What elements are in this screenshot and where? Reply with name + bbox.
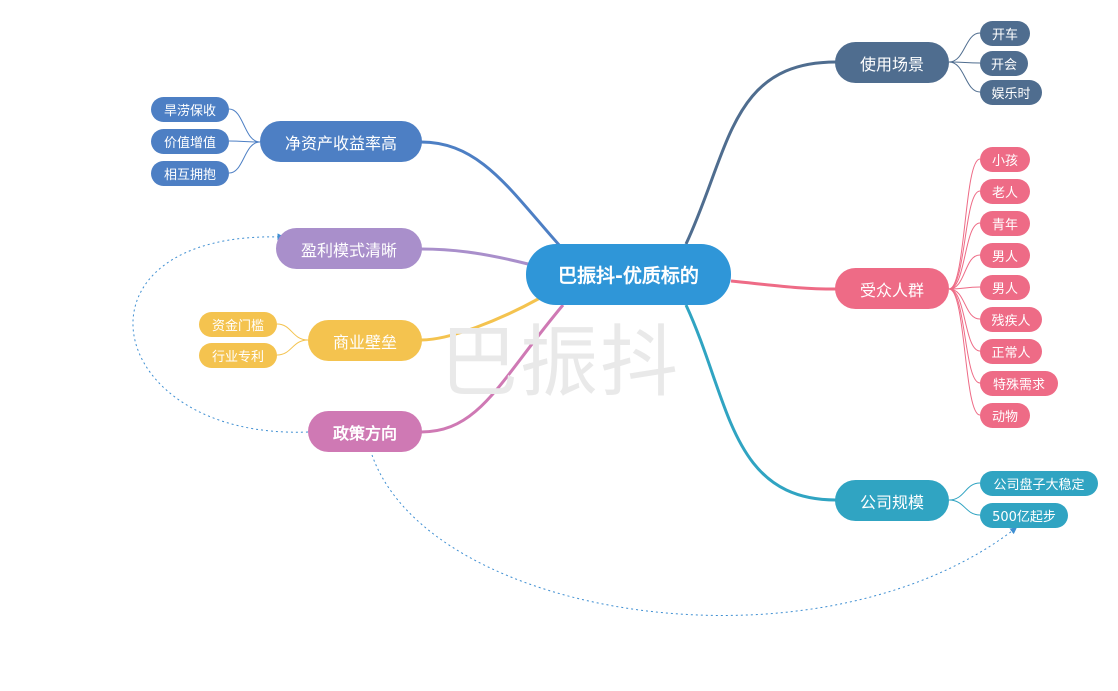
edge-root-policy [420, 304, 565, 434]
watermark-text: 巴振抖 [440, 318, 681, 408]
branch-roe[interactable]: 净资产收益率高 [260, 121, 422, 162]
leaf-moat-2[interactable]: 行业专利 [199, 343, 277, 368]
leaf-moat-1[interactable]: 资金门槛 [199, 312, 277, 337]
edge-audience-leaf-9 [948, 288, 981, 416]
branch-usage[interactable]: 使用场景 [835, 42, 949, 83]
edge-audience-leaf-1 [948, 158, 981, 290]
leaf-audience-5[interactable]: 男人 [980, 275, 1030, 300]
edge-roe-leaf-3 [228, 141, 261, 174]
relation-policy-to-scale [371, 454, 1018, 616]
edge-root-roe [420, 140, 562, 247]
root-node[interactable]: 巴振抖-优质标的 [526, 244, 731, 305]
leaf-scale-1[interactable]: 公司盘子大稳定 [980, 471, 1098, 496]
leaf-audience-6[interactable]: 残疾人 [980, 307, 1042, 332]
branch-audience[interactable]: 受众人群 [835, 268, 949, 309]
edge-usage-leaf-3 [948, 61, 981, 93]
edge-audience-leaf-2 [948, 190, 981, 290]
edge-moat-leaf-2 [276, 339, 309, 356]
leaf-audience-9[interactable]: 动物 [980, 403, 1030, 428]
leaf-usage-2[interactable]: 开会 [980, 51, 1028, 76]
branch-policy[interactable]: 政策方向 [308, 411, 422, 452]
edge-root-audience [730, 279, 837, 291]
edge-moat-leaf-1 [276, 323, 309, 341]
leaf-roe-3[interactable]: 相互拥抱 [151, 161, 229, 186]
edge-scale-leaf-2 [948, 499, 981, 516]
branch-profit-model[interactable]: 盈利模式清晰 [276, 228, 422, 269]
leaf-scale-2[interactable]: 500亿起步 [980, 503, 1068, 528]
leaf-usage-1[interactable]: 开车 [980, 21, 1030, 46]
edge-root-profit [420, 247, 529, 266]
leaf-roe-2[interactable]: 价值增值 [151, 129, 229, 154]
edge-root-moat [420, 296, 541, 342]
leaf-audience-1[interactable]: 小孩 [980, 147, 1030, 172]
edge-audience-leaf-3 [948, 222, 981, 290]
edge-usage-leaf-2 [948, 61, 981, 64]
leaf-audience-3[interactable]: 青年 [980, 211, 1030, 236]
relation-policy-to-profit [132, 233, 309, 433]
leaf-audience-4[interactable]: 男人 [980, 243, 1030, 268]
edge-audience-leaf-7 [948, 288, 981, 352]
leaf-roe-1[interactable]: 旱涝保收 [151, 97, 229, 122]
edge-roe-leaf-1 [228, 108, 261, 143]
edge-root-usage [684, 60, 837, 245]
leaf-audience-8[interactable]: 特殊需求 [980, 371, 1058, 396]
branch-scale[interactable]: 公司规模 [835, 480, 949, 521]
leaf-usage-3[interactable]: 娱乐时 [980, 80, 1042, 105]
edge-root-scale [684, 304, 837, 502]
branch-moat[interactable]: 商业壁垒 [308, 320, 422, 361]
edge-audience-leaf-4 [948, 254, 981, 290]
edge-roe-leaf-2 [228, 140, 261, 143]
leaf-audience-7[interactable]: 正常人 [980, 339, 1042, 364]
edge-usage-leaf-1 [948, 32, 981, 63]
edge-audience-leaf-5 [948, 286, 981, 290]
leaf-audience-2[interactable]: 老人 [980, 179, 1030, 204]
edge-scale-leaf-1 [948, 482, 981, 501]
